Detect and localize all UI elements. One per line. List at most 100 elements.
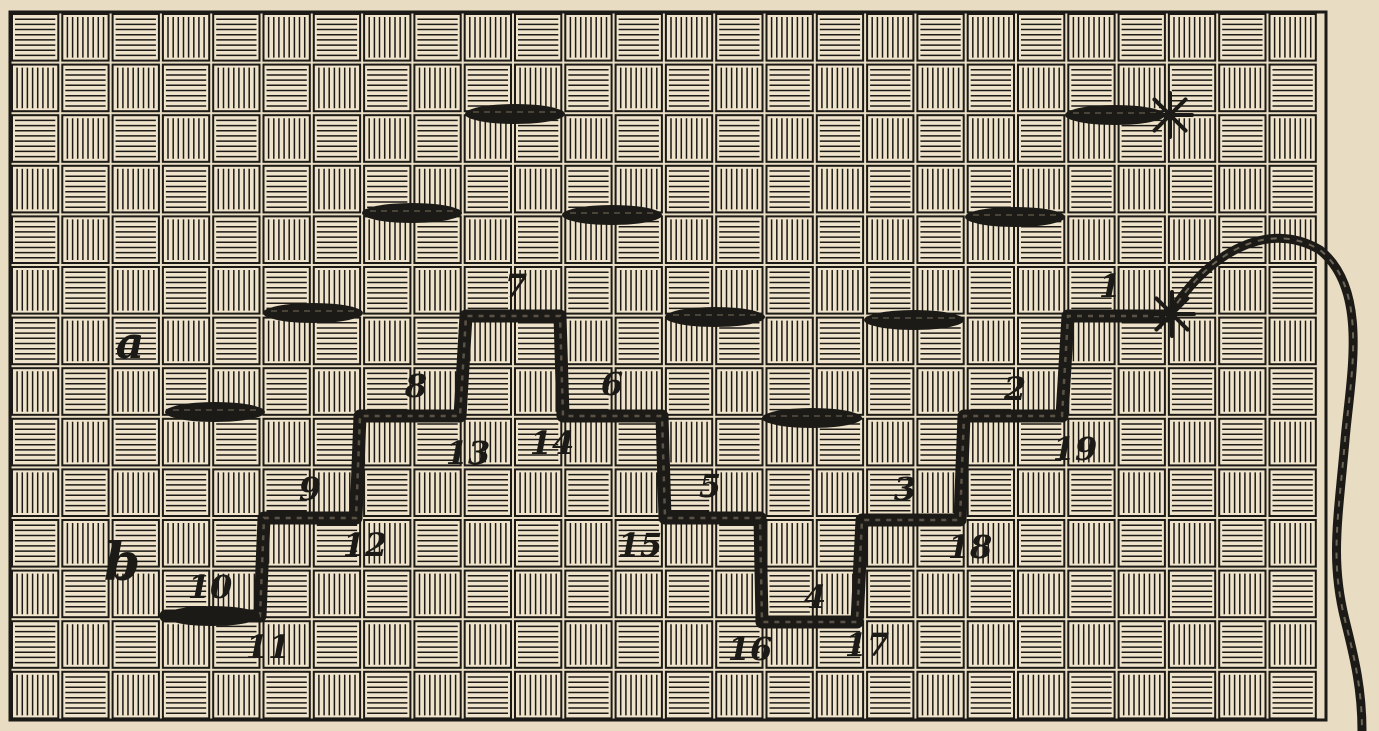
weave-cell	[616, 115, 662, 162]
weave-cell	[213, 166, 259, 213]
weave-cell	[867, 368, 913, 415]
stitch-number-19: 19	[1053, 430, 1098, 468]
weave-cell	[1169, 469, 1215, 516]
weave-cell	[616, 469, 662, 516]
weave-cell	[515, 14, 561, 61]
weave-cell	[264, 520, 310, 567]
weave-cell	[767, 14, 813, 61]
weave-cell	[465, 216, 511, 263]
weave-cell	[364, 419, 410, 466]
weave-cell	[1219, 571, 1265, 618]
stitch-number-9: 9	[299, 470, 321, 508]
weave-cell	[1270, 368, 1316, 415]
weave-cell	[666, 571, 712, 618]
weave-cell	[12, 318, 58, 365]
weave-cell	[565, 318, 611, 365]
weave-cell	[867, 14, 913, 61]
weave-cell	[414, 216, 460, 263]
dash-stitch	[762, 408, 862, 428]
weave-cell	[163, 115, 209, 162]
weave-cell	[565, 571, 611, 618]
weave-cell	[314, 571, 360, 618]
weave-cell	[1068, 621, 1114, 668]
dash-stitch	[465, 104, 565, 124]
dash-stitch	[562, 205, 662, 225]
dash-stitch	[665, 307, 765, 327]
weave-cell	[1119, 621, 1165, 668]
weave-cell	[1169, 318, 1215, 365]
weave-cell	[666, 166, 712, 213]
weave-cell	[817, 115, 863, 162]
weave-cell	[163, 672, 209, 719]
weave-cell	[264, 318, 310, 365]
weave-cell	[817, 318, 863, 365]
stitch-number-18: 18	[948, 528, 993, 566]
weave-cell	[12, 571, 58, 618]
weave-cell	[113, 267, 159, 314]
weave-cell	[867, 672, 913, 719]
weave-cell	[364, 65, 410, 112]
weave-cell	[1068, 318, 1114, 365]
weave-cell	[213, 216, 259, 263]
weave-cell	[565, 469, 611, 516]
weave-cell	[817, 14, 863, 61]
weave-cell	[414, 318, 460, 365]
weave-cell	[264, 368, 310, 415]
weave-cell	[968, 65, 1014, 112]
weave-cell	[515, 166, 561, 213]
weave-cell	[817, 368, 863, 415]
weave-cell	[62, 368, 108, 415]
weave-cell	[314, 166, 360, 213]
weave-cell	[12, 115, 58, 162]
weave-cell	[1169, 520, 1215, 567]
weave-cell	[364, 621, 410, 668]
weave-cell	[616, 318, 662, 365]
weave-cell	[414, 520, 460, 567]
weave-cell	[213, 318, 259, 365]
weave-cell	[515, 520, 561, 567]
stitch-number-5: 5	[699, 467, 721, 505]
weave-cell	[666, 267, 712, 314]
weave-cell	[1219, 368, 1265, 415]
weave-cell	[1018, 571, 1064, 618]
weave-cell	[62, 621, 108, 668]
weave-cell	[113, 65, 159, 112]
weave-cell	[616, 621, 662, 668]
weave-cell	[666, 368, 712, 415]
weave-cell	[62, 216, 108, 263]
weave-cell	[666, 672, 712, 719]
weave-cell	[817, 672, 863, 719]
weave-cell	[515, 469, 561, 516]
weave-cell	[716, 65, 762, 112]
weave-cell	[716, 267, 762, 314]
weave-cell	[113, 672, 159, 719]
weave-cell	[1270, 469, 1316, 516]
weave-cell	[968, 318, 1014, 365]
weave-cell	[565, 115, 611, 162]
weave-cell	[666, 14, 712, 61]
weave-cell	[314, 115, 360, 162]
weave-cell	[163, 14, 209, 61]
weave-cell	[414, 267, 460, 314]
weave-cell	[1270, 14, 1316, 61]
weave-cell	[364, 115, 410, 162]
weave-cell	[414, 65, 460, 112]
weave-cell	[465, 571, 511, 618]
weave-cell	[62, 166, 108, 213]
weave-cell	[1169, 65, 1215, 112]
weave-cell	[867, 65, 913, 112]
weave-cell	[62, 267, 108, 314]
weave-cell	[616, 571, 662, 618]
weave-cell	[1018, 469, 1064, 516]
weave-cell	[12, 216, 58, 263]
weave-cell	[314, 621, 360, 668]
weave-cell	[465, 65, 511, 112]
weave-cell	[465, 672, 511, 719]
weave-cell	[364, 216, 410, 263]
weave-cell	[616, 65, 662, 112]
weave-cell	[716, 672, 762, 719]
weave-cell	[817, 65, 863, 112]
weave-cell	[264, 672, 310, 719]
weave-cell	[666, 621, 712, 668]
weave-cell	[62, 469, 108, 516]
